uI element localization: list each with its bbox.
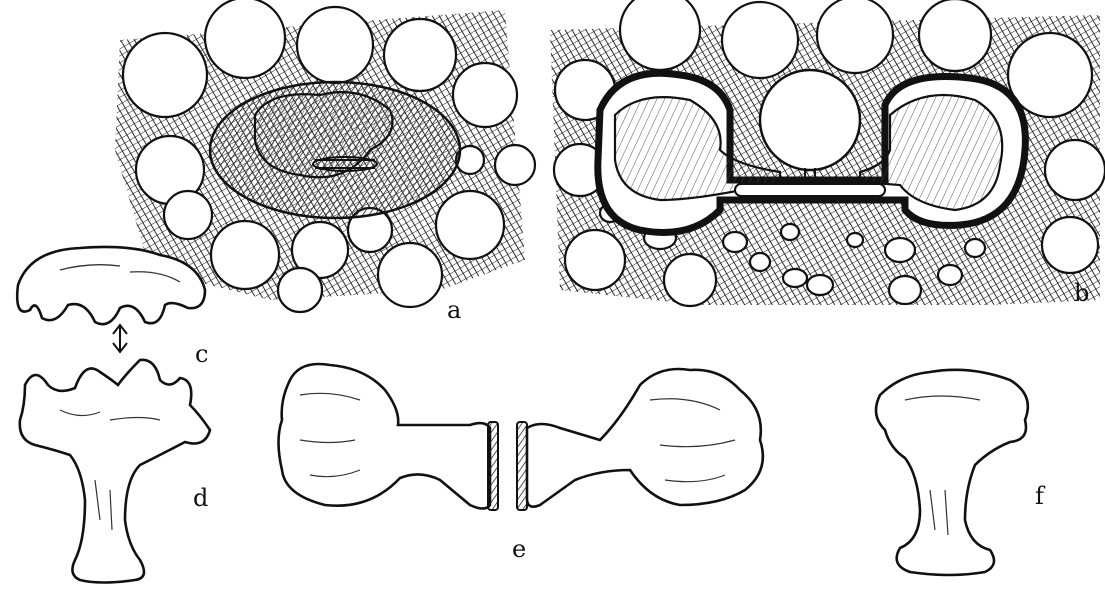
panel-label-f: f: [1035, 484, 1044, 508]
panel-label-d: d: [193, 486, 208, 510]
panel-e-right-half: [517, 369, 763, 510]
panel-label-e: e: [512, 537, 526, 561]
panel-d-stalk: [20, 360, 210, 583]
panel-label-a: a: [447, 298, 461, 322]
panel-e-left-half: [279, 364, 499, 510]
panel-label-b: b: [1074, 281, 1089, 305]
panel-b-tissue: [550, 0, 1105, 306]
panel-f-stalk: [876, 370, 1028, 575]
panel-c-cap: [17, 247, 205, 324]
panel-label-c: c: [195, 342, 208, 366]
double-arrow: [113, 325, 127, 352]
